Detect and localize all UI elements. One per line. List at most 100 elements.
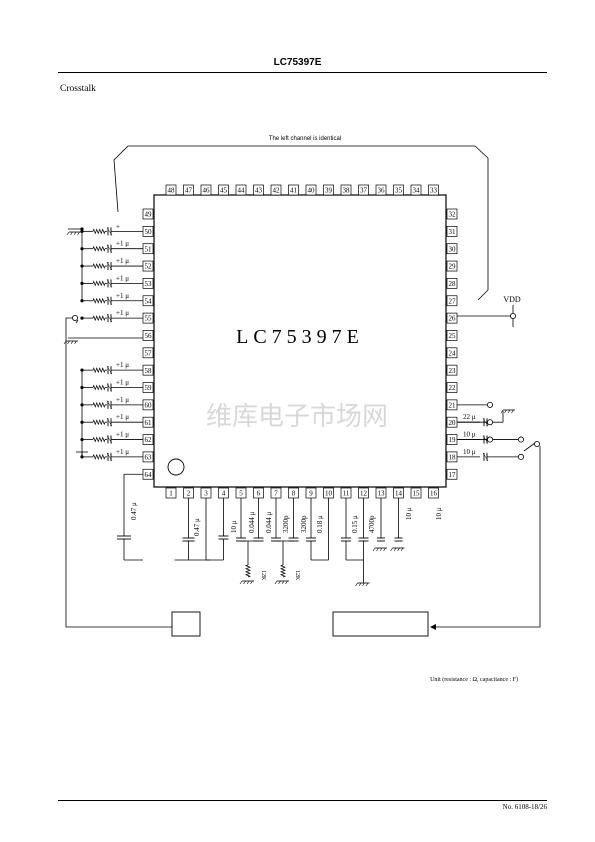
pin-10: 10: [325, 490, 333, 498]
bottom-value: 4700p: [368, 515, 376, 533]
ground-hatch: [358, 582, 362, 587]
pin-24-box: [446, 347, 458, 359]
pin-54: 54: [145, 297, 153, 305]
resistor: [92, 228, 106, 235]
pin-43-box: [253, 184, 264, 196]
pin-31: 31: [449, 228, 457, 236]
resistor: [92, 436, 106, 443]
cap-label-10u: 10 μ: [463, 448, 476, 456]
capacitor-hatch: [106, 227, 113, 236]
pin-33-box: [428, 184, 439, 196]
pin-30: 30: [449, 245, 457, 253]
volt-meter-box: [332, 611, 429, 637]
pin-7: 7: [274, 490, 278, 498]
bottom-value: 0.47 μ: [193, 518, 201, 536]
ground-hatch: [400, 547, 404, 552]
pin-30-box: [446, 243, 458, 255]
pin-41-box: [288, 184, 299, 196]
ic-body: [153, 194, 447, 488]
pin-22-box: [446, 382, 458, 393]
pin-49-box: [142, 208, 154, 220]
pin-11: 11: [343, 490, 350, 498]
pin-59: 59: [145, 384, 153, 392]
pin-19: 19: [449, 436, 457, 444]
pin-40-box: [305, 184, 317, 196]
capacitor-hatch: [106, 244, 113, 253]
resistor: [92, 315, 106, 322]
pin-34: 34: [413, 187, 421, 195]
terminal-circle: [518, 436, 525, 443]
pin-23-box: [446, 364, 458, 376]
pin-17: 17: [449, 471, 457, 479]
pin-48-box: [165, 184, 177, 196]
pin-1-box: [165, 487, 177, 499]
bottom-value: 3200p: [300, 515, 308, 533]
switch-arm: [523, 442, 536, 452]
cap-label: +1 μ: [116, 431, 129, 439]
pin-52: 52: [145, 263, 153, 271]
pin-16: 16: [430, 490, 438, 498]
bottom-value: 0.18 μ: [316, 515, 324, 533]
capacitor-hatch: [106, 279, 113, 288]
ground-hatch: [355, 582, 358, 587]
cap-label: +1 μ: [116, 361, 129, 369]
pin-37: 37: [360, 187, 368, 195]
pin-43: 43: [255, 187, 263, 195]
pin-18: 18: [449, 454, 457, 462]
arrow-icon: [430, 624, 436, 630]
ground-hatch: [250, 580, 253, 585]
pin-63: 63: [145, 454, 153, 462]
ground-hatch: [73, 231, 77, 236]
resistor: [92, 245, 106, 252]
pin-13: 13: [378, 490, 386, 498]
ground-hatch: [77, 231, 80, 236]
capacitor-hatch: [106, 296, 113, 305]
pin-38-box: [340, 184, 352, 196]
pin-39-box: [323, 184, 334, 196]
cap-label: +1 μ: [116, 309, 129, 317]
note-left-channel: The left channel is identical: [269, 136, 341, 142]
ground-hatch: [390, 547, 393, 552]
ground-hatch: [278, 580, 281, 585]
terminal-circle: [509, 312, 516, 319]
pin-45: 45: [220, 187, 228, 195]
pin-35-box: [393, 184, 404, 196]
ground-hatch: [285, 580, 288, 585]
pin-51: 51: [145, 245, 153, 253]
ground-hatch: [281, 580, 285, 585]
resistor: [245, 564, 251, 578]
pin-27-box: [446, 295, 458, 307]
footer-rule: [58, 800, 547, 801]
bottom-value: 0.15 μ: [351, 515, 359, 533]
pin-36-box: [375, 184, 387, 196]
pin-28-box: [446, 278, 458, 289]
resistor: [92, 263, 106, 270]
pin-23: 23: [449, 367, 457, 375]
pin-49: 49: [145, 211, 153, 219]
pin-15: 15: [413, 490, 421, 498]
terminal-circle: [534, 440, 541, 447]
pin1-marker: [167, 458, 185, 476]
pin-48: 48: [168, 187, 176, 195]
ground-hatch: [274, 580, 278, 585]
resistor: [92, 401, 106, 408]
pin-15-box: [410, 487, 422, 499]
ground-hatch: [63, 340, 67, 345]
pin-32: 32: [449, 211, 457, 219]
pin-2: 2: [187, 490, 191, 498]
cap-label-22u: 22 μ: [463, 413, 476, 421]
pin-36: 36: [378, 187, 386, 195]
ground-hatch: [66, 231, 70, 236]
ground-hatch: [511, 409, 514, 414]
pin-64: 64: [145, 471, 153, 479]
resistor: [92, 453, 106, 460]
pin-34-box: [410, 184, 422, 196]
pin-26: 26: [449, 315, 457, 323]
pin-37-box: [358, 184, 369, 196]
resistor: [92, 419, 106, 426]
bottom-value: 10 μ: [435, 507, 443, 520]
signal-generator-box: [171, 611, 201, 637]
pin-61: 61: [145, 419, 153, 427]
wiring: [65, 145, 541, 628]
